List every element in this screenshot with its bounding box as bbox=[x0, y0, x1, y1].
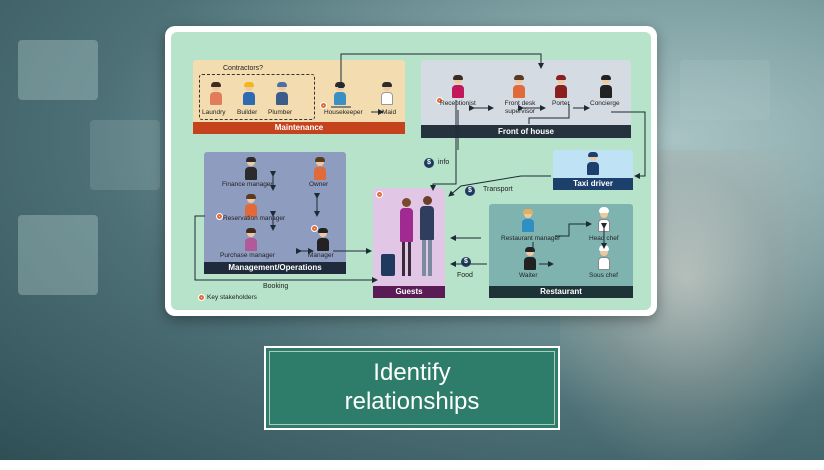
receptionist-label: Receptionist bbox=[440, 100, 476, 107]
concierge-label: Concierge bbox=[590, 100, 620, 107]
laundry-person-icon bbox=[209, 82, 223, 105]
finance-manager-person-icon bbox=[244, 157, 258, 180]
booking-flow-label: Booking bbox=[263, 283, 289, 290]
dollar-icon: $ bbox=[461, 257, 471, 267]
background-square bbox=[680, 60, 770, 120]
caption-line-1: Identify bbox=[373, 359, 451, 386]
guest-man-icon bbox=[420, 196, 434, 276]
taxi-driver-person-icon bbox=[586, 152, 600, 175]
sous-chef-label: Sous chef bbox=[589, 272, 618, 279]
taxi-driver-title: Taxi driver bbox=[553, 178, 633, 190]
restaurant-manager-person-icon bbox=[521, 209, 535, 232]
key-stakeholder-icon bbox=[320, 102, 327, 109]
guests-box: Guests bbox=[373, 188, 445, 298]
caption-text: Identify relationships bbox=[266, 358, 558, 416]
key-stakeholder-icon bbox=[311, 225, 318, 232]
finance-manager-label: Finance manager bbox=[222, 181, 273, 188]
plumber-label: Plumber bbox=[268, 109, 293, 116]
taxi-driver-box: Taxi driver bbox=[553, 150, 633, 190]
builder-label: Builder bbox=[237, 109, 258, 116]
contractors-label: Contractors? bbox=[223, 65, 264, 72]
manager-person-icon bbox=[316, 228, 330, 251]
diagram-canvas: Contractors? Laundry Builder Plumber Hou… bbox=[171, 32, 651, 310]
maid-label: Maid bbox=[382, 109, 397, 116]
caption-border bbox=[269, 351, 555, 425]
front-desk-supervisor-label: Front desk supervisor bbox=[504, 100, 536, 115]
restaurant-title: Restaurant bbox=[489, 286, 633, 298]
owner-label: Owner bbox=[309, 181, 329, 188]
guest-woman-icon bbox=[399, 198, 413, 276]
background-square bbox=[18, 40, 98, 100]
reservation-manager-person-icon bbox=[244, 194, 258, 217]
porter-person-icon bbox=[554, 75, 568, 98]
purchase-manager-person-icon bbox=[244, 228, 258, 251]
suitcase-icon bbox=[381, 254, 395, 276]
caption-box: Identify relationships bbox=[264, 346, 560, 430]
background-square bbox=[18, 215, 98, 295]
key-stakeholder-icon bbox=[436, 97, 443, 104]
housekeeper-label: Housekeeper bbox=[324, 109, 363, 116]
connector-arrows bbox=[194, 53, 646, 283]
builder-person-icon bbox=[242, 82, 256, 105]
plumber-person-icon bbox=[275, 82, 289, 105]
food-flow-label: Food bbox=[457, 272, 473, 279]
info-flow-label: info bbox=[438, 159, 450, 166]
dollar-icon: $ bbox=[465, 186, 475, 196]
porter-label: Porter bbox=[552, 100, 570, 107]
manager-label: Manager bbox=[308, 252, 334, 259]
diagram-card: Contractors? Laundry Builder Plumber Hou… bbox=[165, 26, 657, 316]
restaurant-manager-label: Restaurant manager bbox=[501, 235, 561, 242]
key-stakeholder-icon bbox=[198, 294, 205, 301]
guests-title: Guests bbox=[373, 286, 445, 298]
waiter-person-icon bbox=[523, 247, 537, 270]
owner-person-icon bbox=[313, 157, 327, 180]
key-stakeholder-icon bbox=[216, 213, 223, 220]
maintenance-title: Maintenance bbox=[193, 122, 405, 134]
waiter-label: Waiter bbox=[519, 272, 538, 279]
restaurant-box: Restaurant manager Head chef Waiter Sous… bbox=[489, 204, 633, 298]
contractors-group bbox=[199, 74, 315, 120]
dollar-icon: $ bbox=[424, 158, 434, 168]
purchase-manager-label: Purchase manager bbox=[220, 252, 275, 259]
management-title: Management/Operations bbox=[204, 262, 346, 274]
background-square bbox=[90, 120, 160, 190]
laundry-label: Laundry bbox=[202, 109, 226, 116]
reservation-manager-label: Reservation manager bbox=[223, 215, 286, 222]
transport-flow-label: Transport bbox=[483, 186, 513, 193]
caption-line-2: relationships bbox=[344, 388, 480, 415]
front-of-house-title: Front of house bbox=[421, 125, 631, 138]
concierge-person-icon bbox=[599, 75, 613, 98]
key-stakeholder-icon bbox=[376, 191, 383, 198]
legend-label: Key stakeholders bbox=[207, 294, 257, 301]
